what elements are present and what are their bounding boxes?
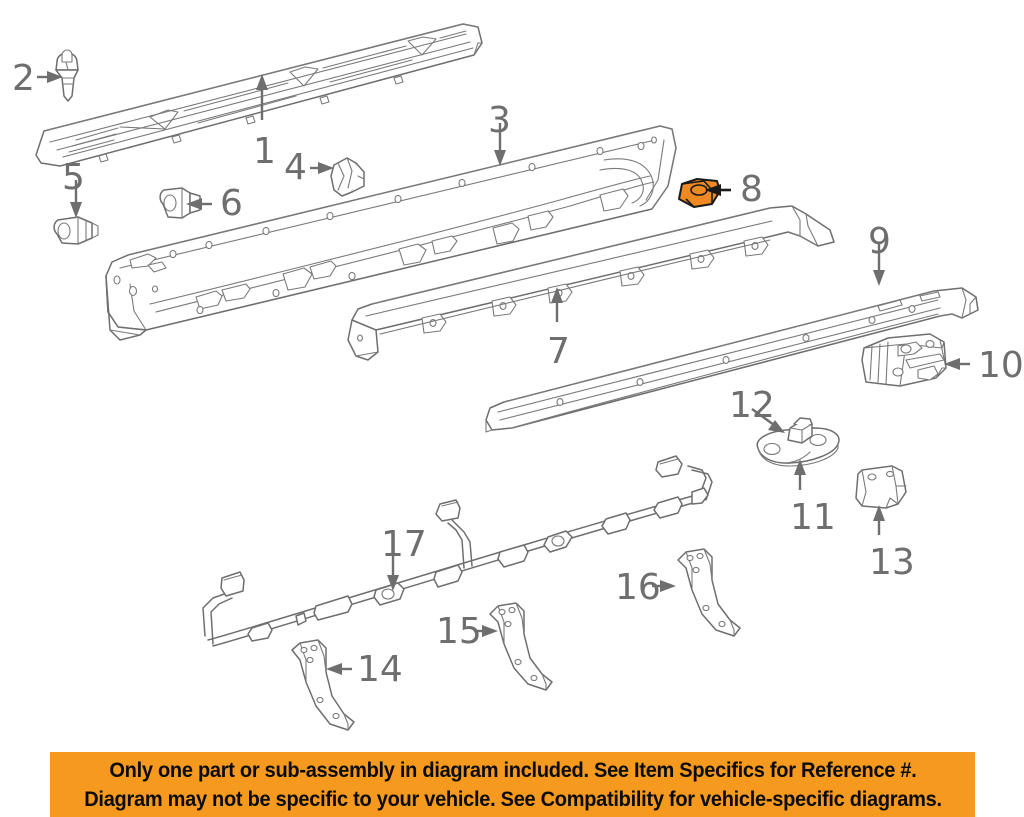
callout-number-6[interactable]: 6 — [220, 183, 243, 224]
part-16-rear-bracket — [677, 548, 741, 637]
part-5-clip-fastener — [53, 216, 99, 245]
callout-arrows — [37, 71, 970, 675]
callout-number-10[interactable]: 10 — [978, 345, 1024, 386]
callout-number-4[interactable]: 4 — [284, 147, 307, 188]
part-11-12-mount-bracket — [756, 417, 840, 467]
callout-number-13[interactable]: 13 — [869, 542, 915, 583]
callout-number-11[interactable]: 11 — [790, 497, 836, 538]
part-1-running-board — [35, 23, 483, 167]
part-9-side-rail — [485, 287, 979, 433]
part-3-rocker-panel — [105, 125, 677, 341]
callout-number-9[interactable]: 9 — [868, 221, 891, 262]
disclaimer-line-1: Only one part or sub-assembly in diagram… — [108, 757, 917, 782]
callout-number-17[interactable]: 17 — [381, 524, 427, 565]
callout-number-15[interactable]: 15 — [436, 611, 482, 652]
callout-number-16[interactable]: 16 — [615, 567, 661, 608]
part-2-push-clip — [55, 49, 79, 102]
callout-number-14[interactable]: 14 — [357, 649, 403, 690]
part-15-center-bracket — [489, 602, 553, 691]
part-14-front-bracket — [291, 639, 355, 731]
disclaimer-line-2: Diagram may not be specific to your vehi… — [83, 786, 942, 811]
part-6-nut-cap — [159, 187, 201, 219]
part-13-end-cap-bracket — [855, 465, 907, 509]
part-4-grommet-plug — [330, 157, 365, 197]
callout-number-3[interactable]: 3 — [488, 100, 511, 141]
part-7-inner-reinforcement — [347, 205, 835, 361]
callout-number-1[interactable]: 1 — [253, 131, 276, 172]
callout-number-2[interactable]: 2 — [12, 58, 35, 99]
callout-number-7[interactable]: 7 — [547, 331, 570, 372]
part-10-bracket-assembly — [861, 333, 947, 387]
callout-number-8[interactable]: 8 — [740, 169, 763, 210]
callout-number-12[interactable]: 12 — [729, 385, 775, 426]
disclaimer-banner: Only one part or sub-assembly in diagram… — [50, 752, 975, 817]
part-17-wire-harness — [202, 455, 713, 647]
callout-number-5[interactable]: 5 — [62, 157, 85, 198]
